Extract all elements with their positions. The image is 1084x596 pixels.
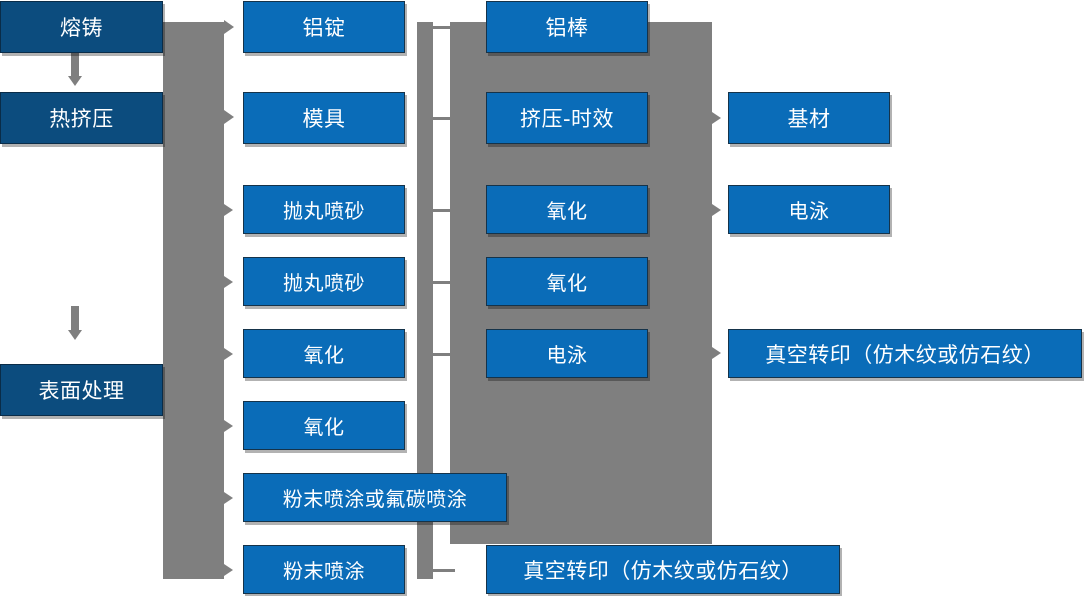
node-label-vacuum-transfer-col2: 真空转印（仿木纹或仿石纹） [523, 558, 803, 583]
node-shot-blasting-1[interactable]: 抛丸喷砂 [243, 185, 405, 234]
stage-box-surface-treatment[interactable]: 表面处理 [0, 364, 163, 416]
stage-box-hot-extrusion[interactable]: 热挤压 [0, 92, 163, 144]
connector-arrow-to-shotblast-2 [224, 276, 233, 288]
node-vacuum-transfer-col3[interactable]: 真空转印（仿木纹或仿石纹） [728, 329, 1082, 378]
connector-mid-bus-lower [417, 510, 433, 579]
connector-arrow-to-powder-coating [224, 564, 233, 576]
node-label-oxidation-col2-1: 氧化 [546, 199, 588, 223]
node-mold[interactable]: 模具 [243, 92, 405, 144]
connector-left-trunk [163, 22, 224, 579]
node-powder-coating[interactable]: 粉末喷涂 [243, 545, 405, 594]
node-aluminum-bar[interactable]: 铝棒 [486, 1, 648, 53]
connector-mid-stub-6 [433, 569, 455, 572]
connector-arrow-to-shotblast-1 [224, 204, 233, 216]
node-oxidation-col2-1[interactable]: 氧化 [486, 185, 648, 234]
connector-extrusion-to-surface-stem [71, 306, 79, 332]
connector-mid-stub-5 [433, 353, 455, 356]
node-electrophoresis-col3[interactable]: 电泳 [728, 185, 890, 234]
connector-arrow-to-oxidation-2 [224, 420, 233, 432]
connector-mid-stub-3 [433, 209, 455, 212]
connector-arrow-to-vacuum-transfer [712, 347, 721, 359]
stage-label-melt-cast: 熔铸 [60, 16, 103, 40]
node-label-powder-coating: 粉末喷涂 [283, 559, 365, 583]
node-label-shot-blasting-1: 抛丸喷砂 [283, 199, 365, 223]
node-label-electrophoresis-col3: 电泳 [788, 199, 830, 223]
node-aluminum-ingot[interactable]: 铝锭 [243, 1, 405, 53]
node-label-powder-or-pvdf-coating: 粉末喷涂或氟碳喷涂 [282, 487, 468, 511]
node-label-oxidation-col2-2: 氧化 [546, 271, 588, 295]
connector-arrow-to-ingot [224, 20, 234, 34]
stage-label-surface-treatment: 表面处理 [38, 379, 125, 403]
node-shot-blasting-2[interactable]: 抛丸喷砂 [243, 257, 405, 306]
node-base-material[interactable]: 基材 [728, 92, 890, 144]
node-extrusion-aging[interactable]: 挤压-时效 [486, 92, 648, 144]
node-label-aluminum-bar: 铝棒 [545, 16, 589, 40]
connector-surface-to-trunk [162, 387, 192, 391]
node-label-shot-blasting-2: 抛丸喷砂 [283, 271, 365, 295]
connector-arrow-to-base-material [712, 112, 721, 124]
connector-melt-to-extrusion-stem [71, 52, 79, 78]
connector-mid-bus-upper [417, 22, 433, 499]
connector-arrow-melt-to-extrusion [68, 76, 82, 86]
node-label-electrophoresis-col2: 电泳 [546, 343, 588, 367]
connector-arrow-to-powder-pvdf [224, 492, 233, 504]
connector-mid-stub-4 [433, 281, 455, 284]
connector-arrow-extrusion-to-surface [68, 330, 82, 340]
connector-arrow-to-electrophoresis [712, 204, 721, 216]
node-label-base-material: 基材 [787, 107, 831, 131]
node-label-aluminum-ingot: 铝锭 [302, 16, 346, 40]
node-electrophoresis-col2[interactable]: 电泳 [486, 329, 648, 378]
node-label-vacuum-transfer-col3: 真空转印（仿木纹或仿石纹） [765, 342, 1045, 367]
node-label-mold: 模具 [302, 107, 346, 131]
connector-mid-stub-2 [433, 117, 455, 120]
node-label-extrusion-aging: 挤压-时效 [519, 107, 615, 131]
node-oxidation-col1-1[interactable]: 氧化 [243, 329, 405, 378]
connector-arrow-to-mold [224, 110, 234, 124]
node-vacuum-transfer-col2[interactable]: 真空转印（仿木纹或仿石纹） [486, 545, 840, 594]
node-powder-or-pvdf-coating[interactable]: 粉末喷涂或氟碳喷涂 [243, 473, 507, 522]
node-label-oxidation-col1-1: 氧化 [303, 343, 345, 367]
connector-mid-stub-1 [433, 26, 455, 29]
stage-box-melt-cast[interactable]: 熔铸 [0, 1, 163, 53]
connector-arrow-to-oxidation-1 [224, 348, 233, 360]
node-label-oxidation-col1-2: 氧化 [303, 415, 345, 439]
node-oxidation-col2-2[interactable]: 氧化 [486, 257, 648, 306]
stage-label-hot-extrusion: 热挤压 [49, 107, 114, 131]
node-oxidation-col1-2[interactable]: 氧化 [243, 401, 405, 450]
